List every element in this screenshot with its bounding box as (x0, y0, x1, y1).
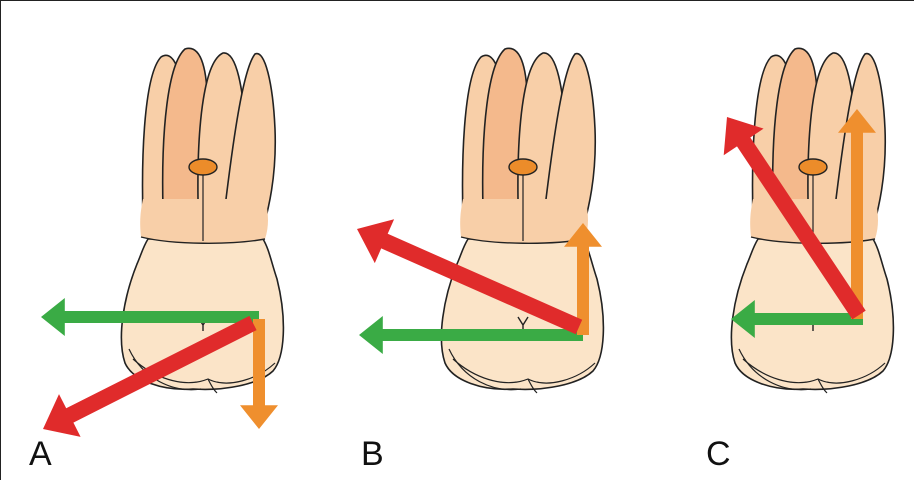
molar-tooth-b-icon (441, 48, 603, 393)
panel-label-a: A (29, 437, 52, 471)
molar-tooth-c-icon (731, 48, 893, 393)
panel-label-c: C (706, 437, 731, 471)
panel-label-b: B (361, 437, 384, 471)
